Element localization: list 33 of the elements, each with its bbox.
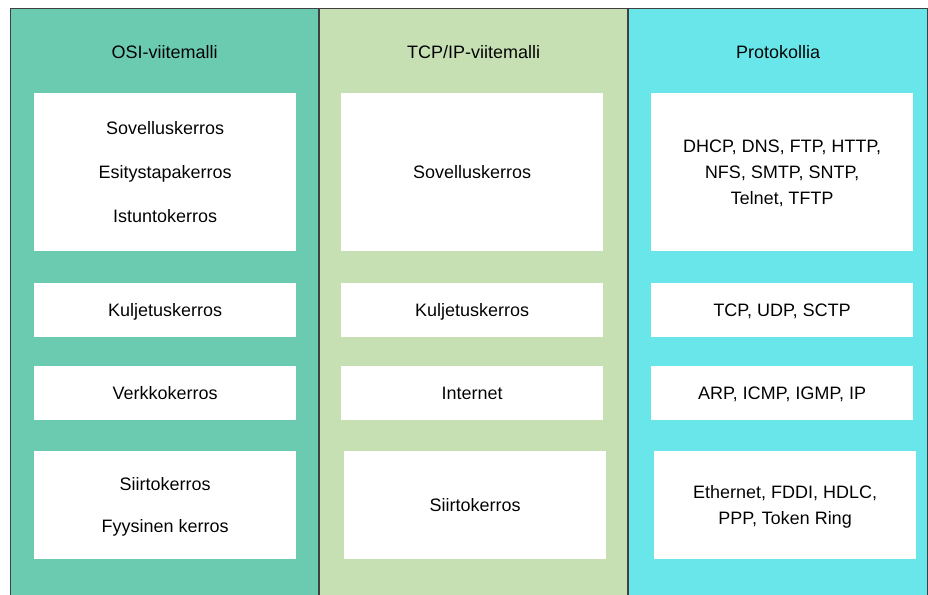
layer-name: DHCP, DNS, FTP, HTTP, NFS, SMTP, SNTP, Telnet, TFTP (682, 135, 882, 210)
column-heading: OSI-viitemalli (110, 41, 218, 64)
layer-box (34, 93, 296, 251)
layer-box (651, 366, 913, 420)
layer-name: Sovelluskerros (106, 117, 224, 140)
layer-name: Verkkokerros (112, 382, 218, 405)
layer-box (34, 283, 296, 337)
layer-box (341, 366, 603, 420)
layer-box (341, 283, 603, 337)
layer-name: TCP, UDP, SCTP (713, 299, 851, 322)
layer-box (651, 283, 913, 337)
layer-box (654, 451, 916, 559)
layer-name: ARP, ICMP, IGMP, IP (698, 382, 866, 405)
layer-name: Esitystapakerros (98, 161, 232, 184)
layer-name: Istuntokerros (112, 205, 218, 228)
layer-name: Internet (441, 382, 503, 405)
layer-box (344, 451, 606, 559)
layer-box (34, 366, 296, 420)
column-panel (628, 8, 928, 595)
layer-name: Sovelluskerros (412, 161, 532, 184)
layer-box (341, 93, 603, 251)
layer-name: Ethernet, FDDI, HDLC, PPP, Token Ring (692, 481, 878, 530)
layer-name: Kuljetuskerros (414, 299, 530, 322)
layer-box (34, 451, 296, 559)
layer-box (651, 93, 913, 251)
layer-name: Siirtokerros (119, 473, 211, 496)
column-heading: Protokollia (734, 41, 822, 64)
layer-name: Kuljetuskerros (108, 299, 222, 322)
column-panel (319, 8, 628, 595)
column-panel (10, 8, 319, 595)
layer-name: Fyysinen kerros (101, 515, 229, 538)
layer-name: Siirtokerros (429, 494, 521, 517)
column-heading: TCP/IP-viitemalli (406, 41, 541, 64)
